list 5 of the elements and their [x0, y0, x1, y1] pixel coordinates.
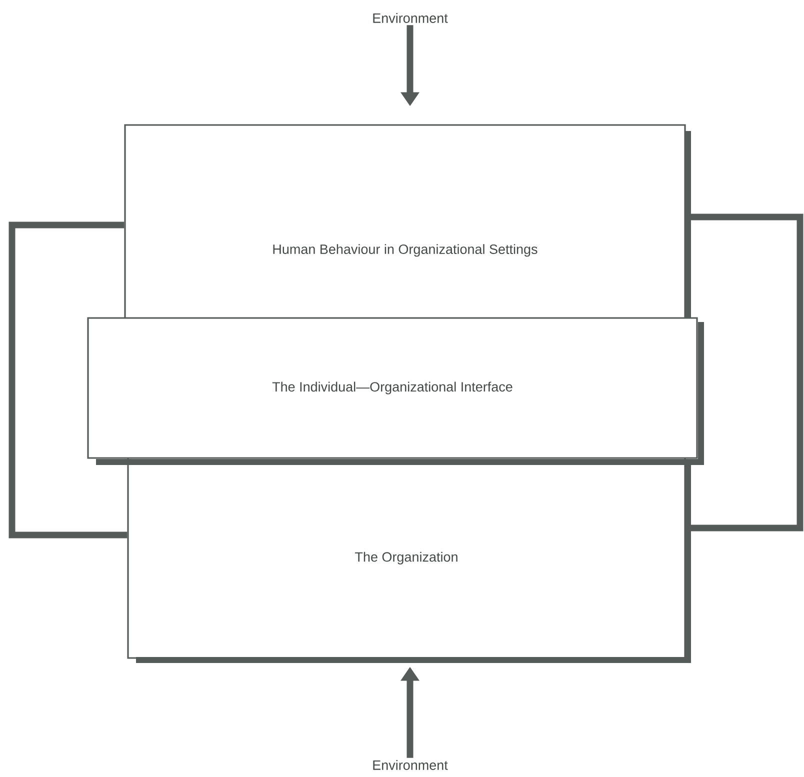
feedback-line [690, 214, 804, 532]
feedback-line [8, 222, 128, 538]
interface-band: The Individual—Organizational Interface [87, 317, 704, 465]
environment-label: Environment [373, 760, 448, 770]
environment-label: Environment [373, 13, 448, 23]
